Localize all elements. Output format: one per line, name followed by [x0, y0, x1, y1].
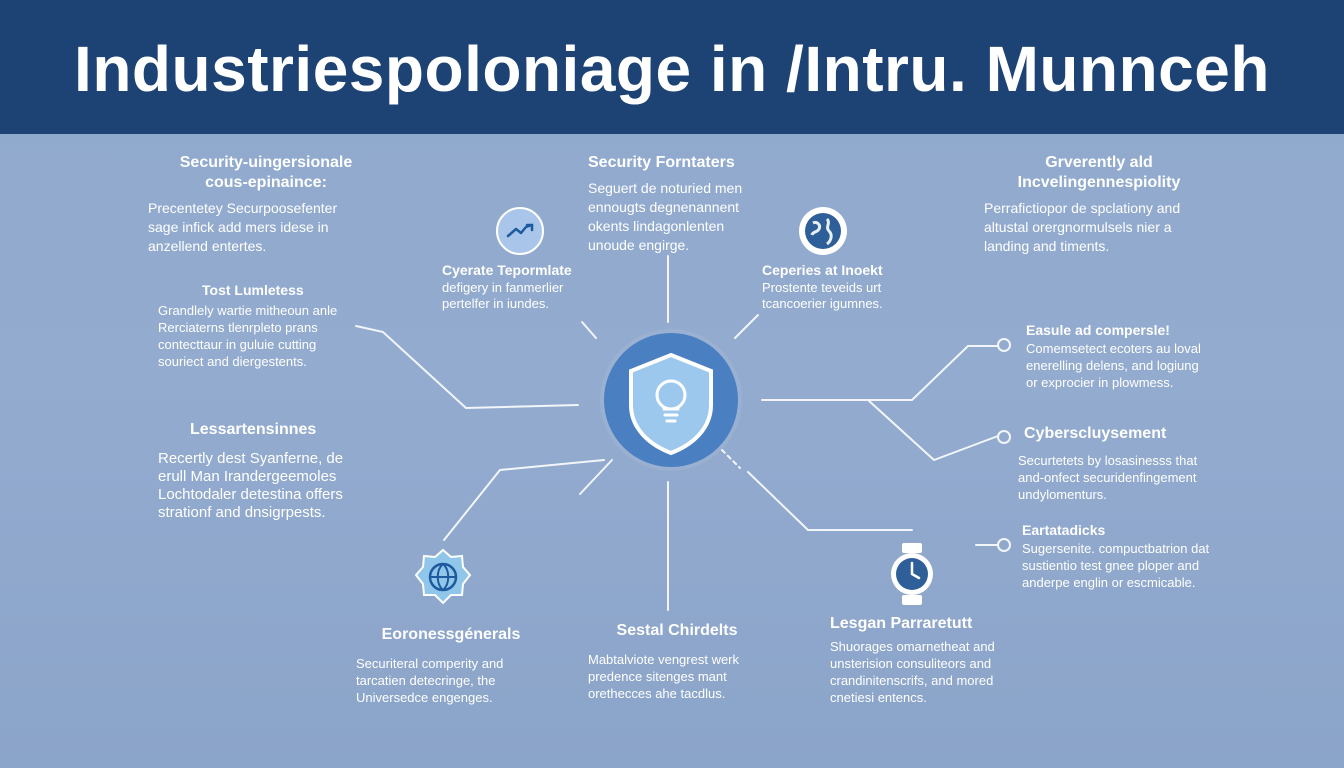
block-bottom-center: Sestal Chirdelts Mabtalviote vengrest we…: [588, 621, 766, 702]
connector-nw-short: [581, 321, 597, 339]
block-left-lower-body: Recertly dest Syanferne, de erull Man Ir…: [158, 450, 344, 521]
block-right-upper-title: Easule ad compersle!: [1026, 322, 1170, 338]
handshake-icon: [496, 207, 544, 255]
block-bottom-right-body: Shuorages omarnetheat and unsterision co…: [830, 639, 995, 705]
block-top-right: Grverently ald Incvelingennespiolity Per…: [984, 153, 1214, 256]
connector-right-middle: [867, 399, 999, 462]
block-right-lower: Eartatadicks Sugersenite. compuctbatrion…: [1022, 520, 1237, 591]
block-inner-left: Cyerate Tepormlate defigery in fanmerlie…: [442, 260, 592, 312]
block-right-upper-body: Comemsetect ecoters au loval enerelling …: [1026, 341, 1201, 390]
central-hub: [604, 333, 738, 467]
block-right-upper: Easule ad compersle! Comemsetect ecoters…: [1026, 320, 1236, 391]
connector-sw-short: [579, 459, 613, 495]
block-top-center: Security Forntaters Seguert de noturied …: [588, 153, 788, 255]
block-left-lower: Lessartensinnes Recertly dest Syanferne,…: [158, 420, 368, 522]
block-right-middle: Cyberscluysement Securtetets by losasine…: [1018, 424, 1238, 503]
block-bottom-left: Eoronessgénerals Securiteral comperity a…: [356, 625, 546, 706]
block-right-lower-title: Eartatadicks: [1022, 522, 1106, 538]
block-top-center-title: Security Forntaters: [588, 154, 735, 171]
connector-left-lower: [443, 459, 605, 541]
connector-se-dashed: [721, 449, 741, 469]
connector-bottom-right: [747, 471, 913, 531]
block-bottom-center-title: Sestal Chirdelts: [616, 622, 738, 639]
header-banner: Industriespoloniage in /Intru. Munnceh: [0, 0, 1344, 134]
globe-badge-icon: [414, 548, 472, 606]
node-right-upper: [997, 338, 1011, 352]
block-left-upper-body: Grandlely wartie mitheoun anle Rerciater…: [158, 303, 338, 369]
block-left-upper: Tost Lumletess Grandlely wartie mitheoun…: [158, 280, 358, 370]
globe-icon: [799, 207, 847, 255]
block-bottom-left-title: Eoronessgénerals: [381, 626, 521, 643]
block-top-center-body: Seguert de noturied men ennougts degnena…: [588, 180, 743, 253]
block-bottom-left-body: Securiteral comperity and tarcatien dete…: [356, 656, 504, 705]
connector-right-upper: [761, 345, 999, 401]
block-inner-left-title: Cyerate Tepormlate: [442, 262, 572, 278]
block-top-right-title: Grverently ald Incvelingennespiolity: [1017, 154, 1181, 191]
block-top-left-body: Precentetey Securpoosefenter sage infick…: [148, 200, 338, 254]
block-top-left-title: Security-uingersionale cous-epinaince:: [179, 154, 353, 191]
block-inner-right-title: Ceperies at Inoekt: [762, 262, 883, 278]
shield-lightbulb-icon: [629, 352, 713, 456]
node-right-lower: [997, 538, 1011, 552]
stopwatch-icon: [888, 543, 936, 605]
connector-left-upper: [355, 325, 579, 410]
block-right-lower-body: Sugersenite. compuctbatrion dat sustient…: [1022, 541, 1210, 590]
block-inner-left-body: defigery in fanmerlier pertelfer in iund…: [442, 280, 564, 311]
block-bottom-center-body: Mabtalviote vengrest werk predence siten…: [588, 652, 740, 701]
node-right-middle: [997, 430, 1011, 444]
block-right-middle-body: Securtetets by losasinesss that and-onfe…: [1018, 453, 1198, 502]
block-inner-right-body: Prostente teveids urt tcancoerier igumne…: [762, 280, 883, 311]
block-bottom-right-title: Lesgan Parraretutt: [830, 615, 973, 632]
page-title: Industriespoloniage in /Intru. Munnceh: [74, 33, 1270, 105]
block-inner-right: Ceperies at Inoekt Prostente teveids urt…: [762, 260, 912, 312]
block-top-left: Security-uingersionale cous-epinaince: P…: [148, 153, 384, 256]
block-left-lower-title: Lessartensinnes: [190, 421, 317, 438]
block-right-middle-title: Cyberscluysement: [1024, 425, 1167, 442]
block-bottom-right: Lesgan Parraretutt Shuorages omarnetheat…: [830, 614, 1020, 706]
block-left-upper-title: Tost Lumletess: [202, 282, 304, 298]
block-top-right-body: Perrafictiopor de spclationy and altusta…: [984, 200, 1181, 254]
connector-ne-short: [734, 314, 759, 339]
